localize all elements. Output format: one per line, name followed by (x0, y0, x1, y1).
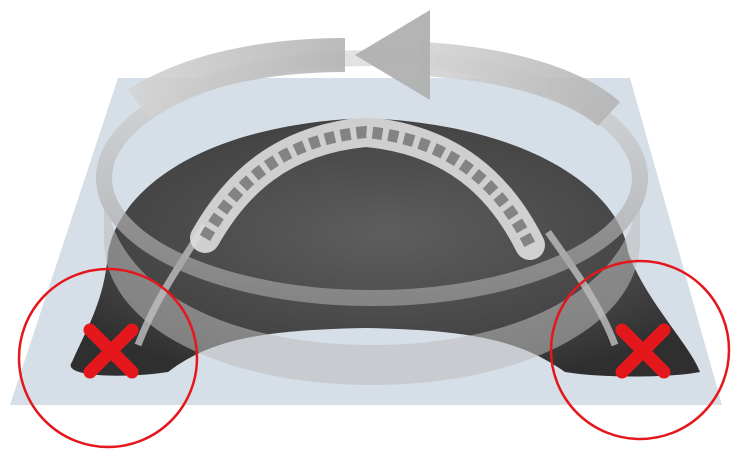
illustration-stage (0, 0, 733, 451)
dental-scan-rotation-illustration (0, 0, 733, 451)
